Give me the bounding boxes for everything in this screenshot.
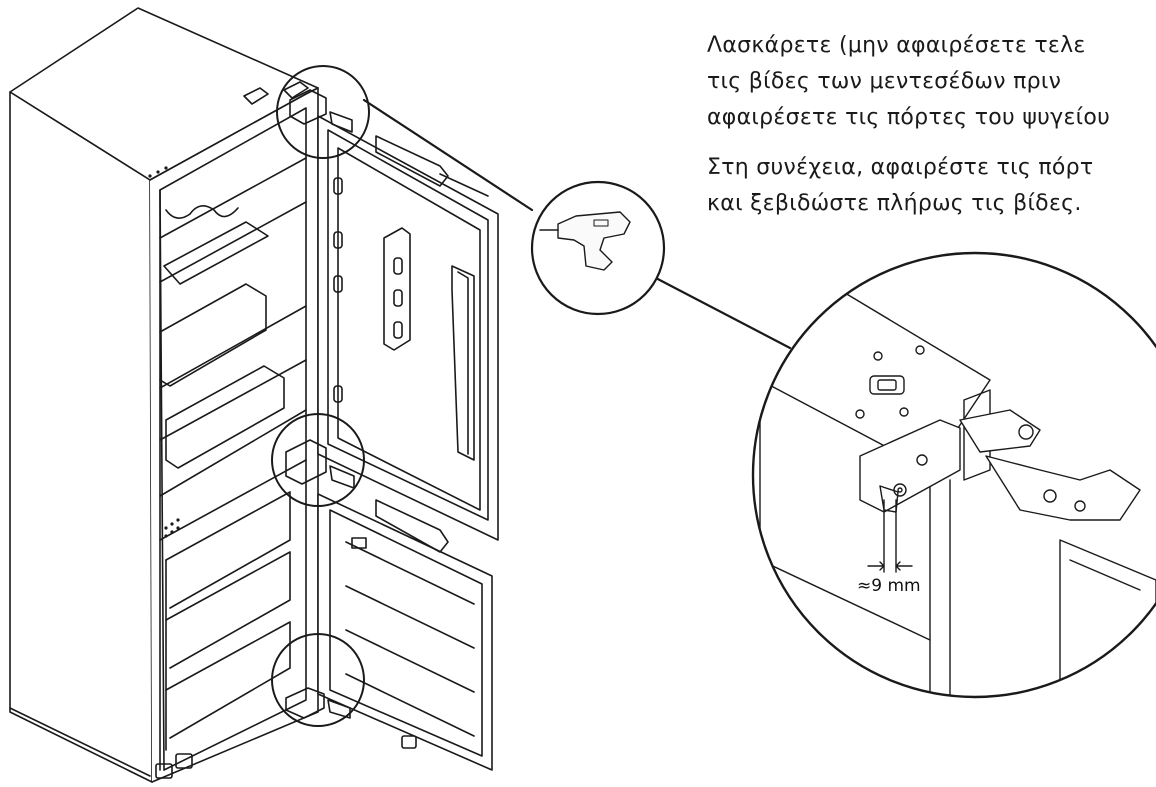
lower-door [317, 493, 493, 771]
instruction-line: αφαιρέσετε τις πόρτες του ψυγείου [707, 105, 1111, 130]
instruction-line: Λασκάρετε (μην αφαιρέσετε τελε [707, 33, 1086, 58]
leader-lines [362, 98, 792, 350]
instruction-line: τις βίδες των μεντεσέδων πριν [707, 69, 1062, 94]
hinge-callouts [271, 65, 370, 727]
instruction-line: Στη συνέχεια, αφαιρέστε τις πόρτ [707, 155, 1094, 180]
instruction-paragraph-1: Λασκάρετε (μην αφαιρέσετε τελε τις βίδες… [707, 28, 1110, 136]
instruction-line: και ξεβιδώστε πλήρως τις βίδες. [707, 191, 1082, 216]
measurement-label: ≈9 mm [857, 576, 921, 596]
upper-door [317, 115, 499, 541]
instruction-paragraph-2: Στη συνέχεια, αφαιρέστε τις πόρτ και ξεβ… [707, 150, 1093, 222]
cordless-screwdriver-icon [530, 180, 666, 316]
refrigerator-illustration [9, 7, 319, 783]
hinge-detail-magnifier [751, 251, 1156, 699]
